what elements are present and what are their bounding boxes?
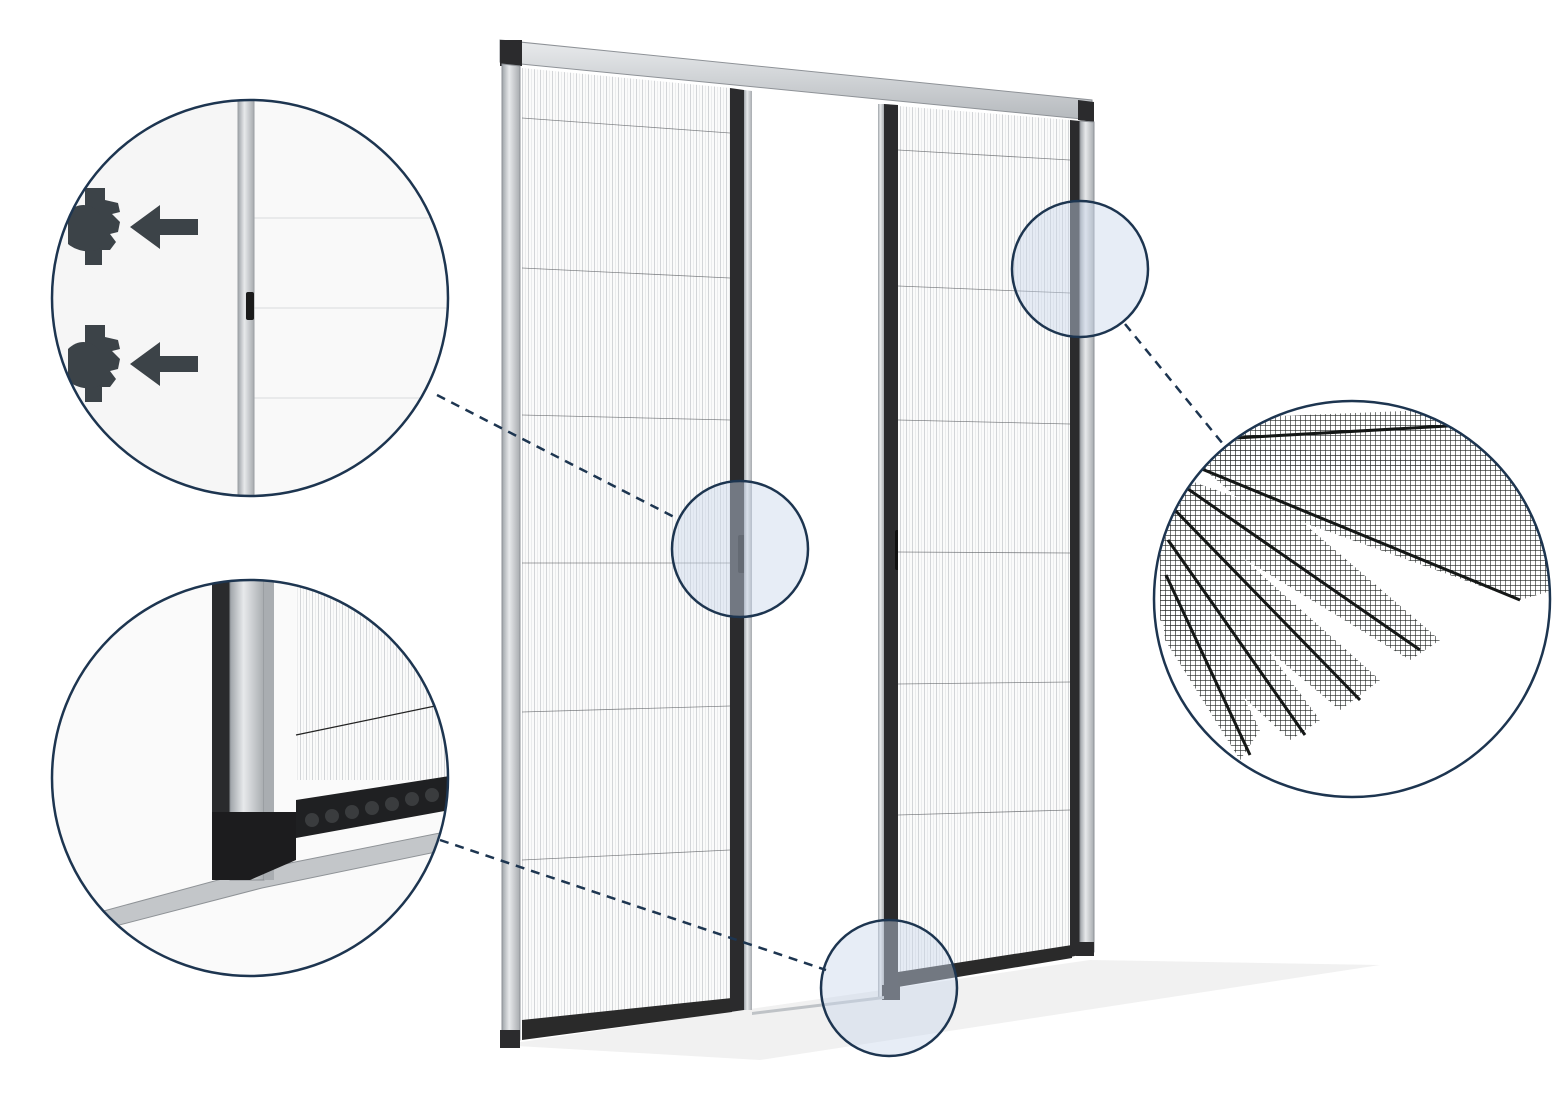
left-panel-cords (521, 117, 731, 861)
detail-pleated-mesh (1160, 405, 1550, 760)
arrow-left-icon (130, 205, 198, 386)
detail-mesh-panel (254, 100, 448, 496)
right-panel-cords (897, 149, 1071, 816)
leader-line-track (439, 838, 827, 972)
top-rail-endcap-left (500, 40, 522, 66)
highlight-track (819, 918, 959, 1058)
leader-line-mesh (1124, 323, 1224, 445)
right-panel-mesh (898, 106, 1070, 985)
callout-bottom-track-detail (50, 578, 450, 978)
detail-foot-cap (212, 812, 296, 880)
detail-handle (246, 292, 254, 320)
floor-shadow (500, 960, 1380, 1060)
left-panel-mesh (522, 68, 730, 1038)
callout-handle-detail (50, 98, 450, 498)
floor-threshold (752, 996, 884, 1015)
highlight-handle (670, 479, 810, 619)
leader-lines (436, 323, 1224, 972)
highlight-mesh (1010, 199, 1150, 339)
left-side-profile (501, 63, 521, 1047)
right-side-profile (1070, 120, 1080, 957)
top-rail-endcap-right (1078, 100, 1094, 122)
screen-door (499, 39, 1095, 1048)
leader-line-handle (436, 393, 679, 521)
hand-push-icon (68, 188, 120, 402)
callout-pleated-mesh-detail (1152, 399, 1552, 799)
right-panel-handle-profile (884, 104, 898, 997)
left-panel-handle-profile (730, 88, 744, 1012)
